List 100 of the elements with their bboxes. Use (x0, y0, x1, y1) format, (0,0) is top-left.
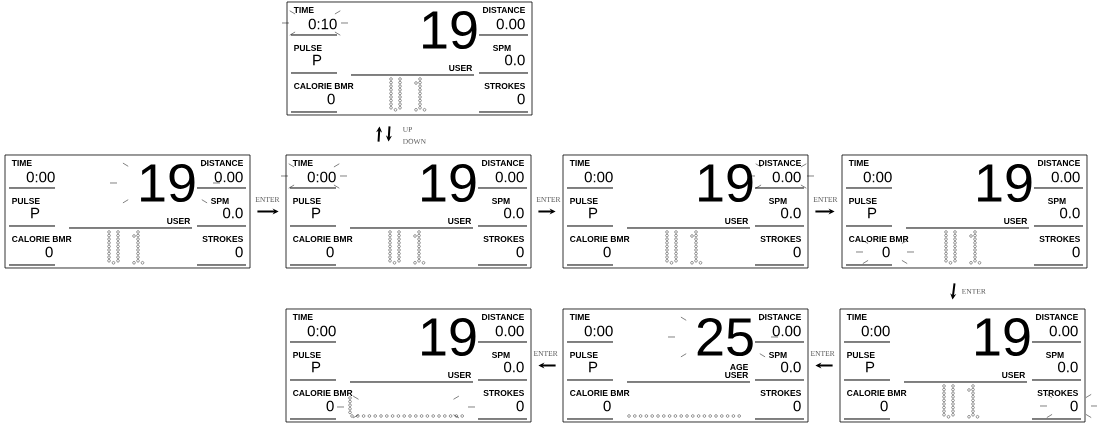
readout-value: 0.00 (772, 325, 801, 337)
readout-value: 0.0 (504, 207, 524, 219)
readout-value: P (868, 207, 877, 219)
readout-value: 0.0 (781, 361, 801, 373)
readout-value: P (31, 207, 40, 219)
field-label: PULSE (293, 352, 321, 358)
readout-value: 0.0 (781, 207, 801, 219)
field-label: TIME (846, 314, 867, 320)
readout-value: 0 (880, 400, 888, 412)
readout-value: P (312, 207, 321, 219)
field-label: DISTANCE (482, 160, 524, 166)
field-label: USER (449, 65, 473, 71)
large-digits: 19 (976, 317, 1030, 357)
field-label: USER (1004, 218, 1028, 224)
field-label: PULSE (294, 45, 322, 51)
field-label: TIME (569, 160, 590, 166)
field-label: STROKES (1039, 236, 1080, 242)
readout-value: 0:10 (308, 18, 337, 30)
field-label: SPM (1045, 352, 1064, 358)
field-label: CALORIE BMR (293, 390, 353, 396)
field-label: USER (167, 218, 191, 224)
readout-value: P (313, 54, 322, 66)
field-label: PULSE (12, 198, 40, 204)
field-label: PULSE (849, 198, 877, 204)
field-label: TIME (293, 7, 314, 13)
readout-value: 0 (603, 246, 611, 258)
field-label: SPM (768, 352, 787, 358)
readout-value: 0 (1072, 246, 1080, 258)
readout-value: 0.00 (496, 18, 525, 30)
readout-value: 0 (45, 246, 53, 258)
field-label: STROKES (202, 236, 243, 242)
readout-value: 0.00 (1051, 171, 1080, 183)
readout-value: 0:00 (307, 171, 336, 183)
readout-value: 0 (235, 246, 243, 258)
field-label: STROKES (1037, 390, 1078, 396)
large-digits: 19 (978, 163, 1032, 203)
field-label: CALORIE BMR (294, 83, 354, 89)
readout-value: 0 (517, 93, 525, 105)
readout-value: 0.0 (1058, 361, 1078, 373)
field-label: PULSE (293, 198, 321, 204)
field-label: SPM (1047, 198, 1066, 204)
field-label: TIME (292, 160, 313, 166)
field-label: PULSE (570, 198, 598, 204)
readout-value: 0.00 (214, 171, 243, 183)
large-digits: 19 (141, 163, 195, 203)
readout-value: 0.0 (504, 361, 524, 373)
field-label: CALORIE BMR (570, 390, 630, 396)
readout-value: P (589, 207, 598, 219)
large-digits: 25 (697, 317, 753, 357)
field-label: SPM (768, 198, 787, 204)
readout-value: 0 (327, 93, 335, 105)
field-label: USER (448, 218, 472, 224)
readout-value: 0 (326, 246, 334, 258)
field-label: USER (725, 372, 749, 378)
field-label: SPM (491, 198, 510, 204)
readout-value: P (312, 361, 321, 373)
field-label: DISTANCE (201, 160, 243, 166)
readout-value: 0:00 (584, 171, 613, 183)
field-label: AGE (730, 364, 748, 370)
field-label: USER (1002, 372, 1026, 378)
field-label: USER (725, 218, 749, 224)
readout-value: 0.00 (1049, 325, 1078, 337)
readout-value: 0.0 (505, 54, 525, 66)
readout-value: 0 (1070, 400, 1078, 412)
readout-value: 0.00 (495, 171, 524, 183)
field-label: USER (448, 372, 472, 378)
field-label: DISTANCE (1038, 160, 1080, 166)
readout-value: 0:00 (584, 325, 613, 337)
readout-value: 0.0 (1060, 207, 1080, 219)
readout-value: 0.0 (223, 207, 243, 219)
readout-value: 0:00 (861, 325, 890, 337)
readout-value: P (866, 361, 875, 373)
field-label: TIME (848, 160, 869, 166)
readout-value: 0 (793, 246, 801, 258)
large-digits: 19 (699, 163, 753, 203)
readout-value: 0 (882, 246, 890, 258)
field-label: TIME (292, 314, 313, 320)
field-label: CALORIE BMR (847, 390, 907, 396)
readout-value: 0:00 (26, 171, 55, 183)
readout-value: 0:00 (307, 325, 336, 337)
field-label: STROKES (483, 236, 524, 242)
field-label: DISTANCE (482, 314, 524, 320)
large-digits: 19 (422, 317, 476, 357)
large-digits: 19 (422, 163, 476, 203)
field-label: SPM (492, 45, 511, 51)
field-label: STROKES (483, 390, 524, 396)
field-label: PULSE (847, 352, 875, 358)
readout-value: 0 (516, 400, 524, 412)
large-digits: 19 (423, 10, 477, 50)
field-label: CALORIE BMR (570, 236, 630, 242)
field-label: CALORIE BMR (12, 236, 72, 242)
field-label: SPM (210, 198, 229, 204)
readout-value: 0 (603, 400, 611, 412)
field-label: DISTANCE (759, 314, 801, 320)
field-label: STROKES (760, 390, 801, 396)
field-label: PULSE (570, 352, 598, 358)
readout-value: 0.00 (495, 325, 524, 337)
field-label: DISTANCE (483, 7, 525, 13)
field-label: CALORIE BMR (293, 236, 353, 242)
field-label: DISTANCE (759, 160, 801, 166)
